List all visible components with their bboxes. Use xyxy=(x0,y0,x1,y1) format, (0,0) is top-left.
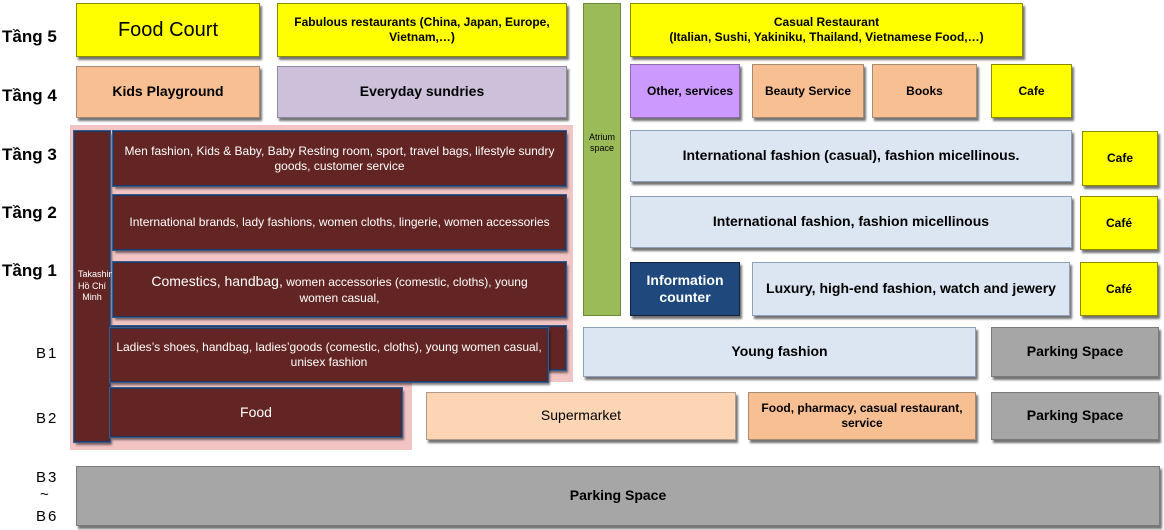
cafe-3-box: Cafe xyxy=(1082,131,1158,186)
floor-label-2: Tầng 2 xyxy=(2,203,57,222)
parking-b3-b6-box: Parking Space xyxy=(76,466,1160,526)
parking-b2-box: Parking Space xyxy=(991,392,1159,440)
atrium-space-box: Atrium space xyxy=(583,3,621,316)
other-services-box: Other, services xyxy=(630,64,740,118)
floor-label-4: Tầng 4 xyxy=(2,86,57,105)
luxury-fashion-box: Luxury, high-end fashion, watch and jewe… xyxy=(752,262,1070,316)
parking-b1-box: Parking Space xyxy=(991,327,1159,377)
floor-label-3: Tầng 3 xyxy=(2,145,57,164)
floor-label-b1: B1 xyxy=(36,345,59,362)
international-brands-box: International brands, lady fashions, wom… xyxy=(113,195,566,250)
food-court-box: Food Court xyxy=(76,3,260,57)
men-fashion-box: Men fashion, Kids & Baby, Baby Resting r… xyxy=(113,131,566,186)
intl-fashion-casual-box: International fashion (casual), fashion … xyxy=(630,130,1072,182)
floor-label-1: Tầng 1 xyxy=(2,261,57,280)
floor-label-5: Tầng 5 xyxy=(2,27,57,46)
cosmetics-box: Comestics, handbag, women accessories (c… xyxy=(113,262,566,317)
beauty-service-box: Beauty Service xyxy=(752,64,864,118)
cafe-4-box: Cafe xyxy=(991,64,1072,118)
fabulous-restaurants-box: Fabulous restaurants (China, Japan, Euro… xyxy=(277,3,567,57)
cosmetics-text: Comestics, handbag, women accessories (c… xyxy=(135,273,545,306)
everyday-sundries-box: Everyday sundries xyxy=(277,66,567,118)
casual-restaurant-box: Casual Restaurant (Italian, Sushi, Yakin… xyxy=(630,3,1023,57)
takashimaya-label: Takashimaya Hồ Chí Minh xyxy=(78,268,131,303)
cafe-1-box: Café xyxy=(1080,262,1158,316)
cafe-2-box: Café xyxy=(1080,196,1158,250)
young-fashion-box: Young fashion xyxy=(583,327,976,377)
floor-label-b6: B6 xyxy=(36,508,59,525)
floor-label-b3: B3 xyxy=(36,469,59,486)
food-pharmacy-box: Food, pharmacy, casual restaurant, servi… xyxy=(748,392,976,440)
atrium-space-label: Atrium space xyxy=(589,132,616,153)
floor-label-b2: B2 xyxy=(36,410,59,427)
casual-restaurant-title: Casual Restaurant xyxy=(773,15,880,29)
intl-fashion-box: International fashion, fashion micellino… xyxy=(630,196,1072,248)
supermarket-box: Supermarket xyxy=(426,392,736,440)
floor-label-tilde: ~ xyxy=(40,486,51,503)
cosmetics-main: Comestics, handbag, xyxy=(151,273,283,290)
information-counter-box: Information counter xyxy=(630,262,740,316)
food-b2-box: Food xyxy=(110,388,402,437)
kids-playground-box: Kids Playground xyxy=(76,66,260,118)
casual-restaurant-detail: (Italian, Sushi, Yakiniku, Thailand, Vie… xyxy=(669,30,984,44)
ladies-shoes-box: Ladies’s shoes, handbag, ladies’goods (c… xyxy=(110,328,548,382)
books-box: Books xyxy=(872,64,977,118)
takashimaya-bar: Takashimaya Hồ Chí Minh xyxy=(74,131,131,442)
cosmetics-detail: women accessories (comestic, cloths), yo… xyxy=(286,275,528,305)
